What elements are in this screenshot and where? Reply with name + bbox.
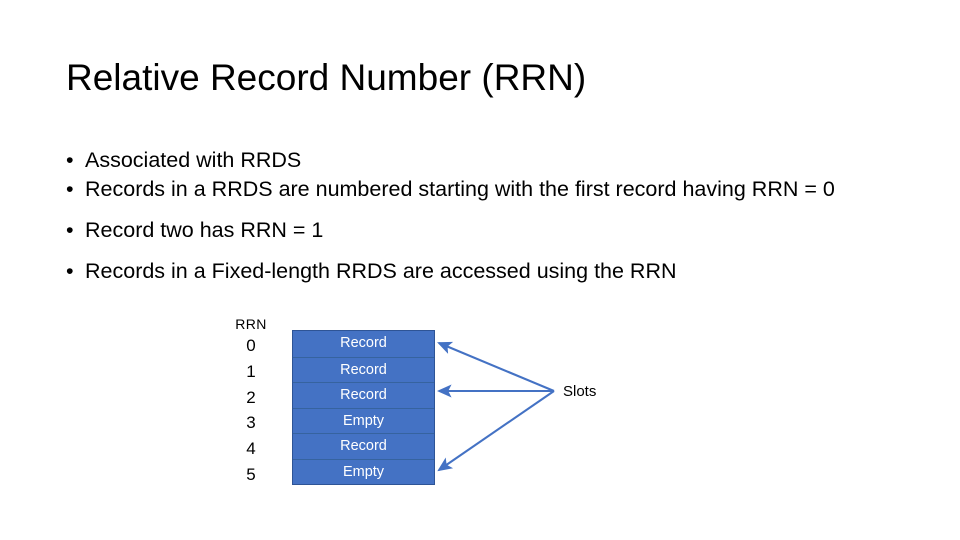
list-item: • Associated with RRDS (66, 146, 894, 175)
slot-table: Record Record Record Empty Record Empty (292, 330, 435, 485)
slot-row: Record (293, 331, 434, 357)
bullet-list: • Associated with RRDS • Records in a RR… (66, 146, 894, 286)
rrn-value: 0 (246, 336, 256, 355)
list-item: • Records in a RRDS are numbered startin… (66, 175, 894, 204)
page-title: Relative Record Number (RRN) (66, 57, 587, 98)
bullet-marker-icon: • (66, 148, 74, 172)
slot-row: Record (293, 382, 434, 408)
list-item-text: Associated with RRDS (85, 148, 302, 172)
bullet-marker-icon: • (66, 259, 74, 283)
list-item-text: Record two has RRN = 1 (85, 218, 324, 242)
list-item-text: Records in a Fixed-length RRDS are acces… (85, 259, 677, 283)
rrn-column-header: RRN (235, 316, 267, 332)
rrn-value: 4 (246, 439, 256, 459)
slot-row: Record (293, 356, 434, 382)
slot-row: Empty (293, 407, 434, 433)
bullet-marker-icon: • (66, 177, 74, 201)
slots-callout-label: Slots (563, 383, 597, 400)
rrn-value: 5 (246, 464, 256, 484)
rrn-value: 1 (246, 361, 256, 381)
list-item-text: Records in a RRDS are numbered starting … (85, 177, 835, 201)
rrn-column: RRN 0 1 2 3 4 5 (218, 316, 284, 488)
list-item: • Record two has RRN = 1 (66, 216, 894, 245)
bullet-marker-icon: • (66, 218, 74, 242)
slot-row: Record (293, 433, 434, 459)
arrow-to-slot-5 (437, 390, 555, 472)
arrow-to-slot-0 (437, 341, 555, 392)
slot-row: Empty (293, 458, 434, 484)
rrn-value: 3 (246, 413, 256, 433)
list-item: • Records in a Fixed-length RRDS are acc… (66, 257, 894, 286)
rrn-value: 2 (246, 387, 256, 407)
